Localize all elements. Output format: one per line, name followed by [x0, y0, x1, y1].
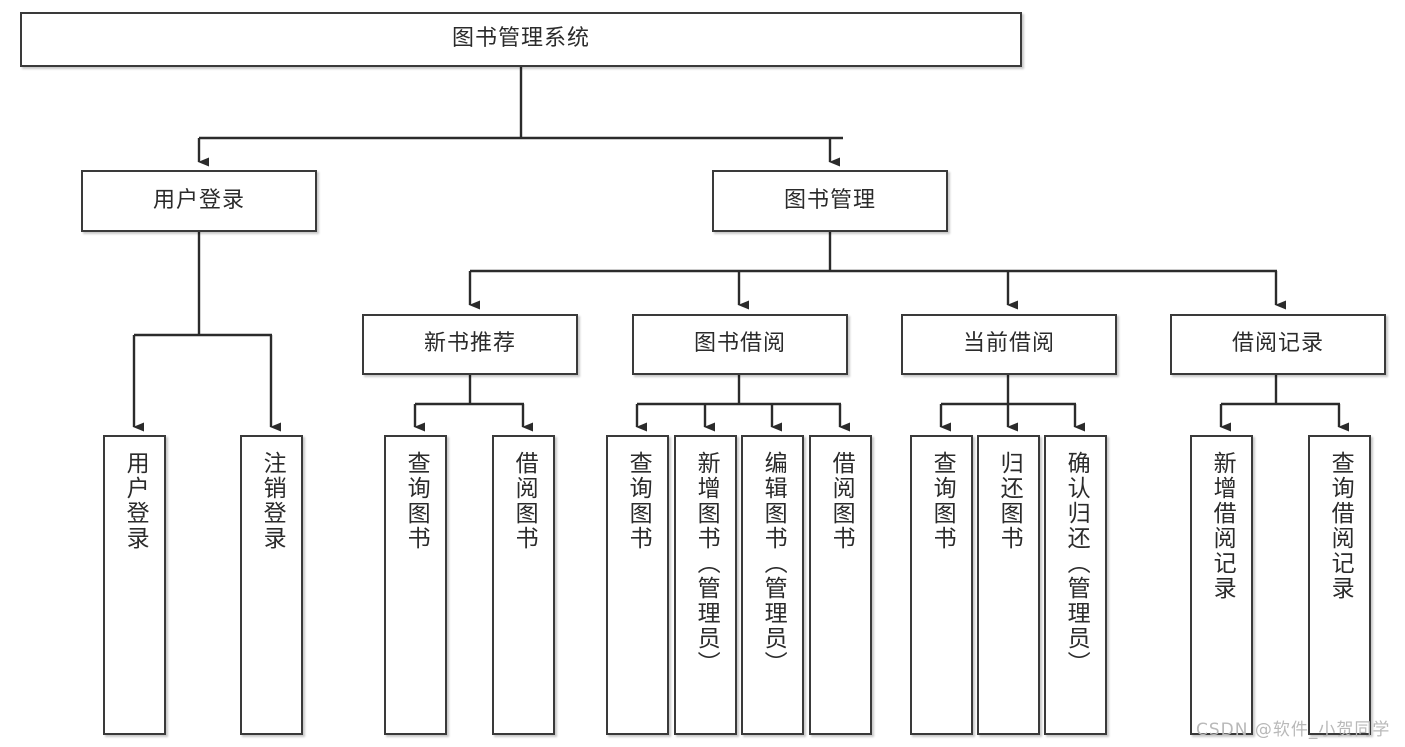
node-leaf-edit-book[interactable]: 编辑图书（管理员）: [741, 435, 804, 735]
node-root[interactable]: 图书管理系统: [20, 12, 1022, 67]
node-borrow-record[interactable]: 借阅记录: [1170, 314, 1386, 375]
node-leaf-query-book-2[interactable]: 查询图书: [606, 435, 669, 735]
node-leaf-logout-login[interactable]: 注销登录: [240, 435, 303, 735]
node-leaf-query-book-2-label: 查询图书: [625, 451, 652, 551]
node-root-label: 图书管理系统: [451, 26, 590, 52]
csdn-watermark: CSDN @软件_小贺同学: [1196, 720, 1391, 740]
node-book-manage-label: 图书管理: [783, 187, 876, 213]
node-user-login-label: 用户登录: [152, 187, 245, 213]
node-leaf-add-book[interactable]: 新增图书（管理员）: [674, 435, 737, 735]
node-user-login[interactable]: 用户登录: [81, 170, 317, 232]
node-current-borrow-label: 当前借阅: [962, 331, 1055, 357]
node-book-borrow-label: 图书借阅: [693, 331, 786, 357]
node-leaf-query-record[interactable]: 查询借阅记录: [1308, 435, 1371, 735]
node-leaf-confirm-return[interactable]: 确认归还（管理员）: [1044, 435, 1107, 735]
node-book-borrow[interactable]: 图书借阅: [632, 314, 848, 375]
node-leaf-logout-login-label: 注销登录: [259, 451, 286, 551]
node-leaf-add-record-label: 新增借阅记录: [1209, 451, 1236, 601]
node-leaf-query-book-3-label: 查询图书: [929, 451, 956, 551]
node-leaf-query-book-1-label: 查询图书: [403, 451, 430, 551]
node-new-book-recommend[interactable]: 新书推荐: [362, 314, 578, 375]
node-leaf-confirm-return-label: 确认归还（管理员）: [1063, 451, 1090, 676]
node-leaf-borrow-book-2[interactable]: 借阅图书: [809, 435, 872, 735]
node-leaf-user-login-label: 用户登录: [122, 451, 149, 551]
node-current-borrow[interactable]: 当前借阅: [901, 314, 1117, 375]
node-leaf-borrow-book-2-label: 借阅图书: [828, 451, 855, 551]
node-book-manage[interactable]: 图书管理: [712, 170, 948, 232]
node-leaf-query-record-label: 查询借阅记录: [1327, 451, 1354, 601]
node-leaf-edit-book-label: 编辑图书（管理员）: [760, 451, 787, 676]
node-new-book-recommend-label: 新书推荐: [423, 331, 516, 357]
node-borrow-record-label: 借阅记录: [1231, 331, 1324, 357]
node-leaf-return-book[interactable]: 归还图书: [977, 435, 1040, 735]
node-leaf-add-book-label: 新增图书（管理员）: [693, 451, 720, 676]
node-leaf-user-login[interactable]: 用户登录: [103, 435, 166, 735]
node-leaf-query-book-3[interactable]: 查询图书: [910, 435, 973, 735]
node-leaf-return-book-label: 归还图书: [996, 451, 1023, 551]
node-leaf-query-book-1[interactable]: 查询图书: [384, 435, 447, 735]
node-leaf-add-record[interactable]: 新增借阅记录: [1190, 435, 1253, 735]
node-leaf-borrow-book-1[interactable]: 借阅图书: [492, 435, 555, 735]
node-leaf-borrow-book-1-label: 借阅图书: [511, 451, 538, 551]
